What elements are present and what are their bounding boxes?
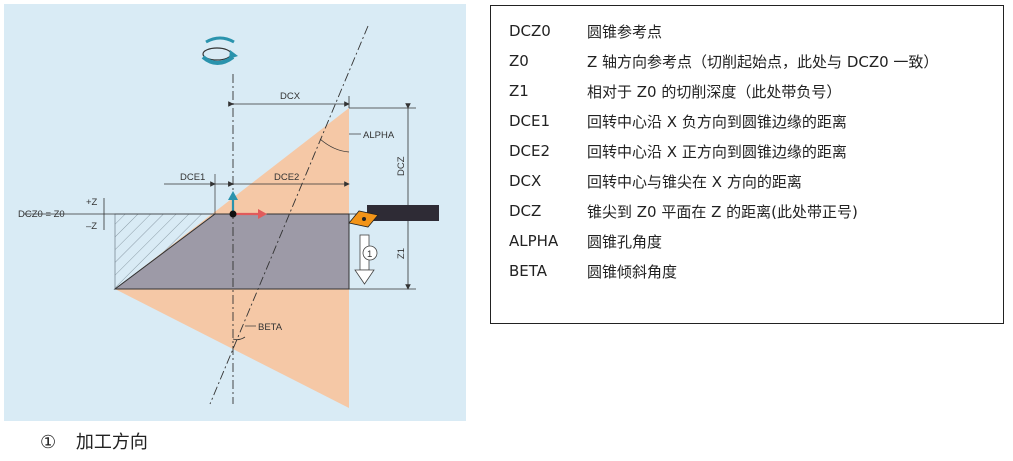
dce2-label: DCE2 bbox=[274, 172, 299, 183]
dcz0-z0-label: DCZ0 = Z0 bbox=[18, 209, 65, 220]
legend-row: DCZ 锥尖到 Z0 平面在 Z 的距离(此处带正号) bbox=[509, 196, 1003, 226]
callout-number: 1 bbox=[367, 249, 372, 260]
legend-term: BETA bbox=[509, 262, 548, 280]
legend-row: DCX 回转中心与锥尖在 X 方向的距离 bbox=[509, 166, 1003, 196]
origin-point bbox=[229, 210, 237, 218]
beta-label: BETA bbox=[258, 322, 283, 333]
footnote-text: 加工方向 bbox=[75, 432, 148, 453]
alpha-arc bbox=[319, 138, 350, 153]
footnote: ① 加工方向 bbox=[40, 428, 148, 454]
legend-term: DCZ bbox=[509, 202, 542, 220]
legend-term: DCX bbox=[509, 172, 542, 190]
legend-term: ALPHA bbox=[509, 232, 559, 250]
dcz-label: DCZ bbox=[396, 156, 407, 176]
legend-row: DCE2 回转中心沿 X 正方向到圆锥边缘的距离 bbox=[509, 136, 1003, 166]
legend-description: 锥尖到 Z0 平面在 Z 的距离(此处带正号) bbox=[587, 202, 858, 221]
rotation-icon bbox=[201, 36, 238, 65]
cone-diagram: DCX DCE1 DCE2 DCZ Z1 ALPHA BETA +Z –Z DC… bbox=[4, 4, 466, 421]
legend-description: 回转中心沿 X 负方向到圆锥边缘的距离 bbox=[587, 112, 847, 131]
legend-description: Z 轴方向参考点（切削起始点，此处与 DCZ0 一致） bbox=[587, 52, 939, 71]
legend-description: 圆锥孔角度 bbox=[587, 232, 663, 251]
plus-z-label: +Z bbox=[86, 197, 98, 208]
legend-row: Z0 Z 轴方向参考点（切削起始点，此处与 DCZ0 一致） bbox=[509, 46, 1003, 76]
beta-arc bbox=[232, 336, 246, 341]
legend-description: 相对于 Z0 的切削深度（此处带负号） bbox=[587, 82, 842, 101]
footnote-marker: ① bbox=[40, 432, 57, 453]
cone-axis bbox=[209, 25, 369, 405]
alpha-label: ALPHA bbox=[363, 130, 395, 141]
legend-description: 回转中心与锥尖在 X 方向的距离 bbox=[587, 172, 802, 191]
legend-row: Z1 相对于 Z0 的切削深度（此处带负号） bbox=[509, 76, 1003, 106]
callout-circle bbox=[362, 245, 378, 261]
legend-description: 圆锥倾斜角度 bbox=[587, 262, 678, 281]
dcx-label: DCX bbox=[280, 91, 301, 102]
legend-description: 圆锥参考点 bbox=[587, 22, 663, 41]
legend-term: Z1 bbox=[509, 82, 529, 100]
legend-row: DCE1 回转中心沿 X 负方向到圆锥边缘的距离 bbox=[509, 106, 1003, 136]
dce1-label: DCE1 bbox=[180, 172, 205, 183]
minus-z-label: –Z bbox=[86, 221, 97, 232]
legend-description: 回转中心沿 X 正方向到圆锥边缘的距离 bbox=[587, 142, 847, 161]
tool-holder bbox=[367, 205, 439, 221]
legend-row: BETA 圆锥倾斜角度 bbox=[509, 256, 1003, 286]
legend-term: DCZ0 bbox=[509, 22, 551, 40]
legend-term: Z0 bbox=[509, 52, 529, 70]
legend-row: ALPHA 圆锥孔角度 bbox=[509, 226, 1003, 256]
legend-term: DCE2 bbox=[509, 142, 551, 160]
legend-row: DCZ0 圆锥参考点 bbox=[509, 16, 1003, 46]
legend-term: DCE1 bbox=[509, 112, 551, 130]
z1-label: Z1 bbox=[396, 248, 407, 259]
legend-box: DCZ0 圆锥参考点 Z0 Z 轴方向参考点（切削起始点，此处与 DCZ0 一致… bbox=[490, 5, 1004, 324]
